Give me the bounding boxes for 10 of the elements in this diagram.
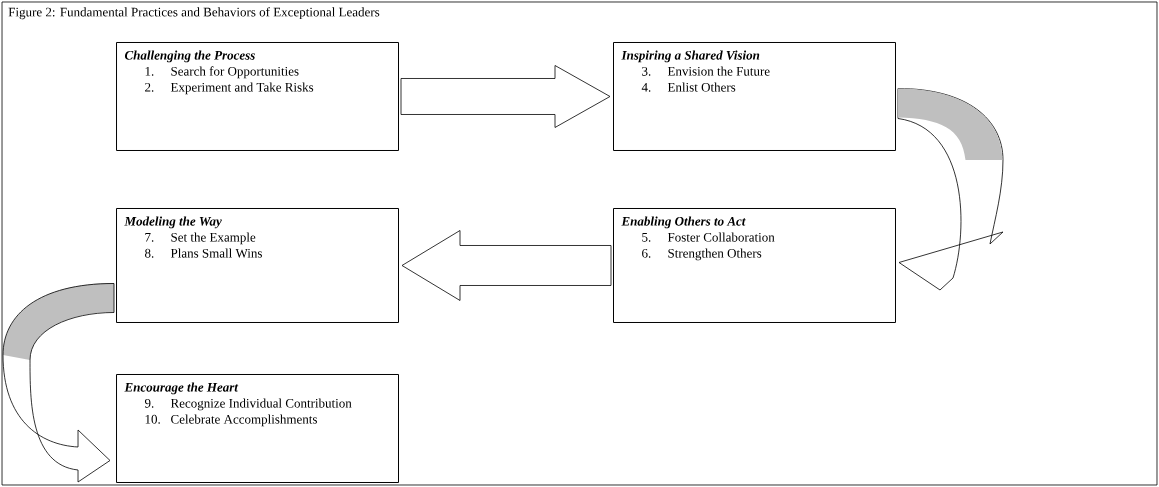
arrow <box>400 65 611 128</box>
arrow <box>897 88 1004 291</box>
arrow <box>401 230 612 301</box>
figure-title: Figure 2: Fundamental Practices and Behaviors of Exceptional Leaders <box>8 7 380 20</box>
practice-box: Modeling the Way 7. Set the Example 8. Plans Small Wins <box>116 208 399 323</box>
practice-box: Encourage the Heart 9. Recognize Individual Contribution 10. Celebrate Accomplishments <box>116 374 399 483</box>
arrow <box>2 283 115 483</box>
practice-box: Enabling Others to Act 5. Foster Collaboration 6. Strengthen Others <box>613 208 896 323</box>
practice-box: Challenging the Process 1. Search for Opportunities 2. Experiment and Take Risks <box>116 42 399 151</box>
practice-box: Inspiring a Shared Vision 3. Envision the Future 4. Enlist Others <box>613 42 896 151</box>
